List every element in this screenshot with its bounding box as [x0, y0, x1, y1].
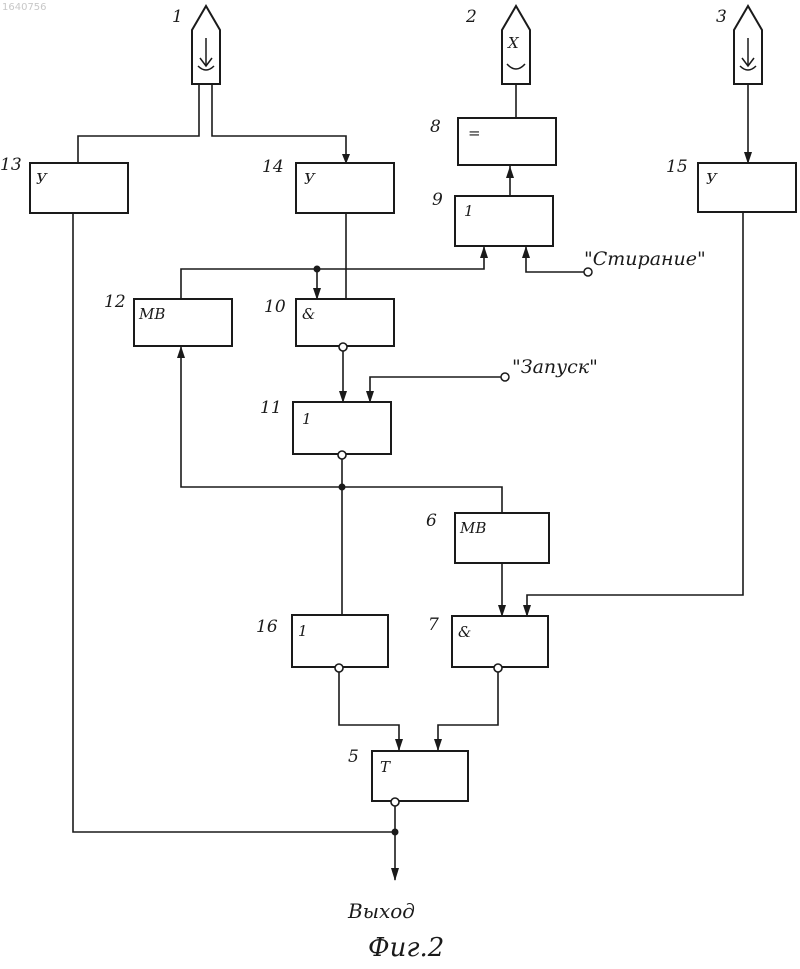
- block-14-text: У: [304, 170, 316, 188]
- block-12-text: MB: [138, 305, 165, 323]
- block-11: 1 11: [260, 398, 391, 459]
- block-9-text: 1: [464, 202, 474, 220]
- block-10-text: &: [302, 305, 315, 323]
- wire-start-11: [370, 377, 505, 402]
- sensor-1: 1: [172, 6, 220, 84]
- start-signal-label: "Запуск": [512, 356, 598, 378]
- block-16-inverted-output: [335, 664, 343, 672]
- block-16-text: 1: [298, 622, 308, 640]
- block-5: T 5: [348, 747, 468, 806]
- wire-16-5: [339, 672, 399, 750]
- block-11-text: 1: [302, 410, 312, 428]
- block-14-number: 14: [262, 157, 284, 177]
- block-10-inverted-output: [339, 343, 347, 351]
- block-8-number: 8: [430, 117, 441, 137]
- block-16: 1 16: [256, 615, 388, 672]
- start-terminal: [501, 373, 509, 381]
- block-13: У 13: [0, 155, 128, 213]
- block-10-number: 10: [264, 297, 286, 317]
- wire-sensor1-right: [212, 84, 346, 163]
- wire-sensor1-left: [78, 84, 199, 163]
- sensor-3-label: 3: [716, 7, 727, 27]
- block-11-number: 11: [260, 398, 282, 418]
- block-9: 1 9: [432, 190, 553, 246]
- block-15-text: У: [706, 170, 718, 188]
- wire-loop-6: [342, 487, 502, 513]
- erase-signal-label: "Стирание": [584, 248, 706, 270]
- wire-feedback-line: [181, 246, 484, 299]
- block-8: = 8: [430, 117, 556, 165]
- sensor-2: X 2: [465, 6, 530, 84]
- block-9-number: 9: [432, 190, 443, 210]
- block-8-text: =: [468, 124, 481, 142]
- block-14: У 14: [262, 157, 394, 213]
- sensor-2-symbol: X: [507, 34, 520, 52]
- block-7-text: &: [458, 623, 471, 641]
- block-5-number: 5: [348, 747, 359, 767]
- sensor-2-label: 2: [465, 7, 477, 27]
- sensor-1-label: 1: [172, 7, 183, 27]
- block-15-number: 15: [666, 157, 688, 177]
- sensor-3: 3: [716, 6, 762, 84]
- figure-caption: Фиг.2: [368, 933, 444, 963]
- block-7: & 7: [428, 615, 548, 672]
- block-7-number: 7: [428, 615, 439, 635]
- block-6: MB 6: [426, 511, 549, 563]
- block-10: & 10: [264, 297, 394, 351]
- wire-erase-9: [526, 246, 588, 272]
- block-7-inverted-output: [494, 664, 502, 672]
- document-number: 1640756: [2, 2, 47, 13]
- wire-7-5: [438, 672, 498, 750]
- block-15: У 15: [666, 157, 796, 212]
- block-12: MB 12: [104, 292, 232, 346]
- block-12-number: 12: [104, 292, 126, 312]
- start-signal: "Запуск": [501, 356, 598, 381]
- block-13-number: 13: [0, 155, 22, 175]
- erase-signal: "Стирание": [584, 248, 706, 276]
- block-6-number: 6: [426, 511, 437, 531]
- block-16-number: 16: [256, 617, 278, 637]
- block-6-text: MB: [459, 519, 486, 537]
- output-label: Выход: [347, 899, 415, 923]
- block-5-inverted-output: [391, 798, 399, 806]
- block-5-text: T: [380, 758, 391, 776]
- block-13-text: У: [36, 170, 48, 188]
- block-11-inverted-output: [338, 451, 346, 459]
